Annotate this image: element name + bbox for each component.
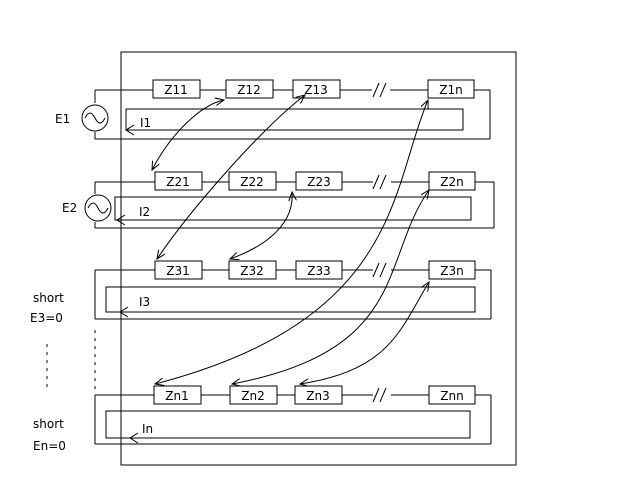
e1-label: E1 <box>55 112 70 126</box>
row-1-impedances <box>152 79 475 99</box>
coupling-arrows <box>152 95 429 384</box>
en-zero-label: En=0 <box>33 439 66 453</box>
zn3-label: Zn3 <box>306 389 329 403</box>
in-label: In <box>142 422 153 436</box>
source-e2 <box>84 194 112 222</box>
source-e1 <box>81 104 109 132</box>
short-n-label: short <box>33 417 64 431</box>
coupling-z3n-zn3 <box>300 282 429 384</box>
z11-label: Z11 <box>164 83 188 97</box>
current-loop-3 <box>105 286 476 313</box>
z2n-box <box>428 171 476 191</box>
e3-zero-label: E3=0 <box>30 311 63 325</box>
znn-label: Znn <box>440 389 463 403</box>
coupling-z12-z21 <box>152 100 224 170</box>
ac-source-icon <box>84 112 106 124</box>
z32-label: Z32 <box>240 264 264 278</box>
znn-box <box>428 385 476 405</box>
coupling-z23-z32 <box>230 192 292 259</box>
zn1-label: Zn1 <box>165 389 188 403</box>
i2-label: I2 <box>139 205 150 219</box>
z13-box <box>292 79 341 99</box>
i3-label: I3 <box>139 295 150 309</box>
ac-source-icon <box>87 202 109 214</box>
z31-label: Z31 <box>166 264 190 278</box>
z2n-label: Z2n <box>440 175 463 189</box>
z13-label: Z13 <box>304 83 328 97</box>
e2-label: E2 <box>62 201 77 215</box>
z33-label: Z33 <box>307 264 331 278</box>
i1-label: I1 <box>140 116 151 130</box>
loop-n <box>94 387 492 445</box>
z3n-label: Z3n <box>440 264 463 278</box>
row-n-impedances <box>153 385 476 405</box>
network-boundary <box>120 51 517 466</box>
current-loop-1 <box>125 108 464 131</box>
coupling-z1n-zn1 <box>155 100 428 384</box>
z1n-label: Z1n <box>439 83 462 97</box>
z1n-box <box>427 79 475 99</box>
current-loop-n <box>105 410 471 439</box>
z22-label: Z22 <box>240 175 264 189</box>
short-3-label: short <box>33 291 64 305</box>
z21-label: Z21 <box>166 175 190 189</box>
z23-label: Z23 <box>307 175 331 189</box>
zn2-label: Zn2 <box>241 389 264 403</box>
z12-label: Z12 <box>237 83 261 97</box>
